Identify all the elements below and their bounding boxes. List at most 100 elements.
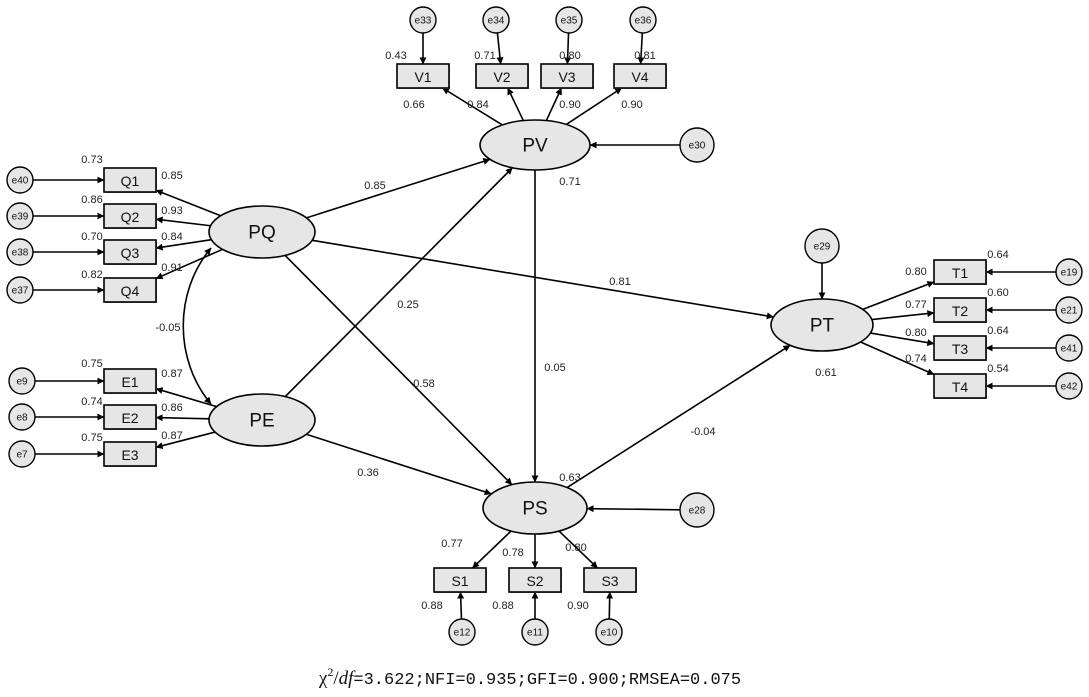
- error-e10: [595, 618, 623, 646]
- path-pe-pv: [284, 167, 513, 398]
- latent-label-pe: PE: [249, 411, 274, 432]
- error-e7: [8, 440, 36, 468]
- node-layer: [6, 6, 1083, 646]
- error-e40: [6, 166, 34, 194]
- coef-pe-pv: 0.25: [397, 299, 418, 311]
- r2-q3: 0.70: [81, 231, 102, 243]
- loading-arrow-v4: [565, 87, 623, 126]
- disturbance-e30: [679, 127, 715, 163]
- error-label-e38: e38: [12, 248, 29, 259]
- r2-t1: 0.64: [987, 249, 1008, 261]
- indicator-label-e2: E2: [121, 410, 138, 426]
- loading-q3: 0.84: [161, 231, 182, 243]
- error-e35: [555, 6, 583, 34]
- disturbance-e28: [679, 492, 715, 528]
- indicator-label-e3: E3: [121, 447, 138, 463]
- indicator-t3: [933, 335, 987, 361]
- loading-v4: 0.90: [621, 99, 642, 111]
- loading-q2: 0.93: [161, 205, 182, 217]
- loading-arrow-v2: [507, 87, 525, 121]
- indicator-label-t2: T2: [952, 303, 969, 319]
- indicator-e3: [103, 441, 157, 467]
- loading-arrow-t1: [862, 281, 935, 311]
- error-label-e34: e34: [488, 16, 505, 27]
- coef-pv-ps: 0.05: [544, 362, 565, 374]
- r2-q4: 0.82: [81, 269, 102, 281]
- coef-pq-ps: 0.58: [413, 378, 434, 390]
- indicator-label-t4: T4: [952, 379, 969, 395]
- error-arrow-v4: [637, 32, 645, 65]
- covariance-pq-pe: [182, 247, 212, 405]
- r2-pv: 0.71: [559, 176, 580, 188]
- indicator-s3: [583, 567, 637, 593]
- indicator-label-v3: V3: [558, 69, 575, 85]
- indicator-label-q1: Q1: [121, 173, 140, 189]
- error-e38: [6, 238, 34, 266]
- error-e41: [1055, 334, 1083, 362]
- path-pq-pv: [306, 158, 491, 219]
- indicator-q2: [103, 203, 157, 229]
- path-ps-pt: [566, 344, 791, 489]
- error-label-e41: e41: [1061, 344, 1078, 355]
- error-e33: [409, 6, 437, 34]
- error-label-e9: e9: [16, 377, 28, 388]
- error-e11: [521, 618, 549, 646]
- indicator-e2: [103, 404, 157, 430]
- loading-q4: 0.91: [161, 262, 182, 274]
- indicator-label-q3: Q3: [121, 245, 140, 261]
- path-pe-ps: [306, 433, 492, 496]
- latent-pq: [208, 205, 316, 259]
- error-e42: [1055, 372, 1083, 400]
- coef-pq-pv: 0.85: [364, 180, 385, 192]
- r2-q1: 0.73: [81, 154, 102, 166]
- indicator-label-q4: Q4: [121, 283, 140, 299]
- error-arrow-s3: [606, 591, 614, 620]
- loading-arrow-t3: [870, 332, 935, 347]
- error-arrow-s1: [457, 591, 465, 620]
- error-e34: [482, 6, 510, 34]
- error-e12: [448, 618, 476, 646]
- label-layer: PV0.71PQPEPT0.61PS0.63V1e330.430.66V2e34…: [12, 16, 1078, 639]
- r2-e2: 0.74: [81, 396, 102, 408]
- loading-arrow-t4: [860, 341, 935, 376]
- disturbance-label-e28: e28: [689, 506, 706, 517]
- error-e19: [1055, 258, 1083, 286]
- error-label-e19: e19: [1061, 268, 1078, 279]
- loading-s1: 0.88: [421, 600, 442, 612]
- loading-arrow-e2: [155, 414, 210, 422]
- indicator-label-v2: V2: [493, 69, 510, 85]
- error-e8: [8, 403, 36, 431]
- r2-ps: 0.63: [559, 472, 580, 484]
- r2-v3: 0.80: [559, 50, 580, 62]
- disturbance-arrow-e28: [586, 505, 681, 513]
- loading-s3: 0.90: [567, 600, 588, 612]
- r2-q2: 0.86: [81, 194, 102, 206]
- loading-v2: 0.84: [467, 99, 488, 111]
- error-label-e39: e39: [12, 212, 29, 223]
- loading-arrow-t2: [871, 310, 935, 321]
- indicator-v4: [613, 63, 667, 89]
- r2-v1: 0.43: [385, 50, 406, 62]
- disturbance-label-e29: e29: [814, 242, 831, 253]
- disturbance-label-e30: e30: [689, 141, 706, 152]
- indicator-v1: [396, 63, 450, 89]
- latent-ps: [482, 481, 588, 535]
- indicator-q1: [103, 167, 157, 193]
- r2-s1: 0.77: [441, 538, 462, 550]
- r2-s3: 0.80: [565, 542, 586, 554]
- indicator-q3: [103, 239, 157, 265]
- indicator-label-s1: S1: [451, 573, 468, 589]
- loading-arrow-v3: [545, 87, 563, 121]
- indicator-label-e1: E1: [121, 374, 138, 390]
- path-pq-pt: [312, 239, 774, 320]
- error-label-e36: e36: [635, 16, 652, 27]
- loading-arrow-s3: [558, 530, 599, 569]
- error-e9: [8, 367, 36, 395]
- loading-e2: 0.86: [161, 402, 182, 414]
- error-e37: [6, 276, 34, 304]
- edge-layer: [33, 32, 1056, 620]
- covariance-label: -0.05: [155, 322, 180, 334]
- r2-pt: 0.61: [815, 367, 836, 379]
- indicator-label-s2: S2: [526, 573, 543, 589]
